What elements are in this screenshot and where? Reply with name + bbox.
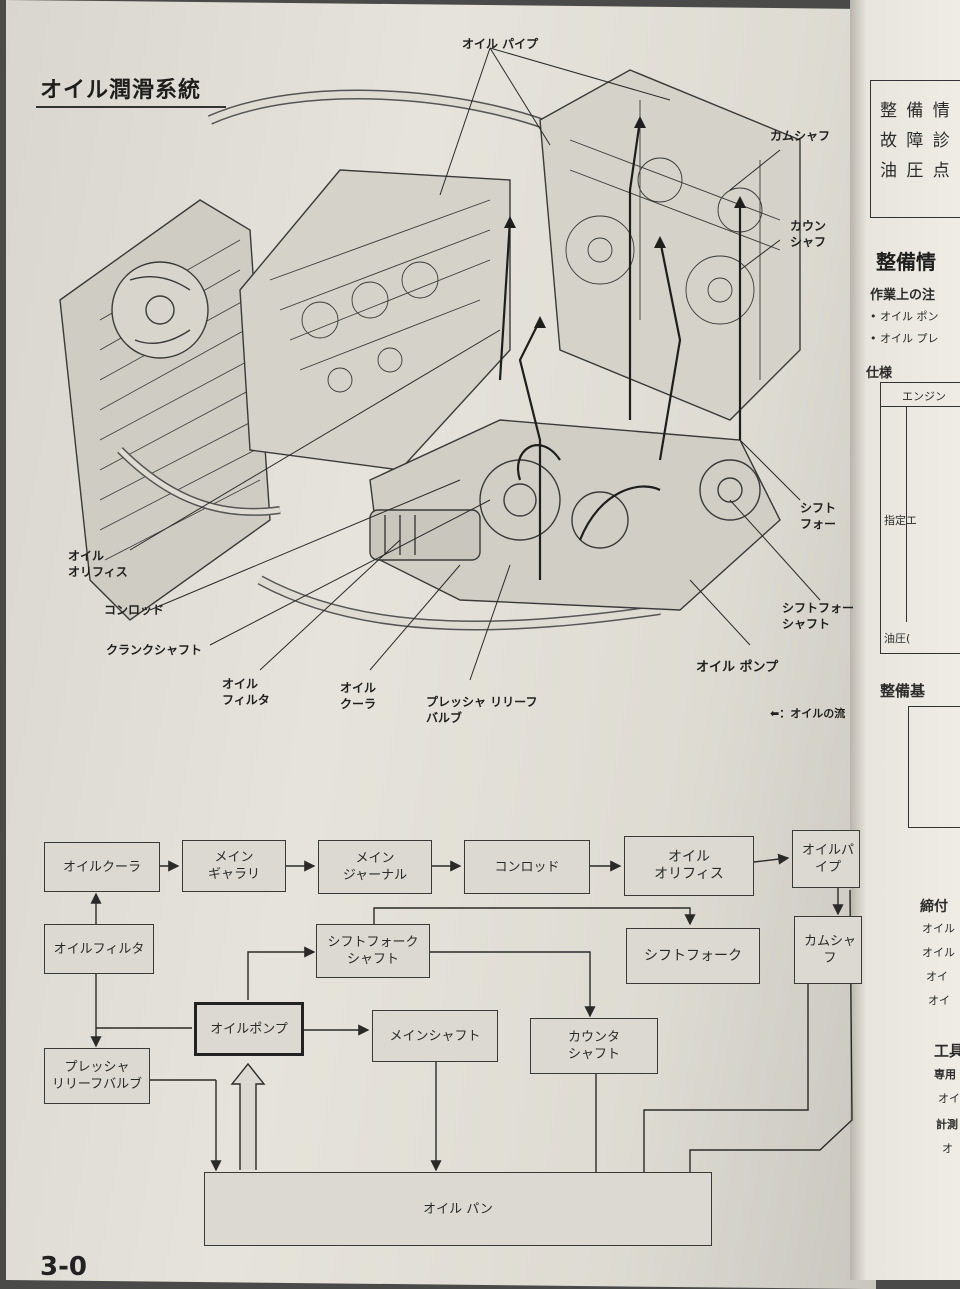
flow-oil-pump: オイルポンプ	[194, 1002, 304, 1056]
flow-shift-fork: シフトフォーク	[626, 928, 760, 984]
section-heading: 整備情	[876, 250, 936, 274]
info-line-1: 整 備 情	[880, 101, 952, 121]
info-line-2: 故 障 診	[880, 131, 952, 151]
callout-crankshaft: クランクシャフト	[106, 643, 203, 657]
flow-oil-filter: オイルフィルタ	[44, 924, 154, 974]
title-underline	[36, 106, 226, 108]
flow-oil-pan: オイル パン	[204, 1172, 712, 1246]
flow-counter-shaft: カウンタ シャフト	[530, 1018, 658, 1074]
spec-col-line	[906, 406, 907, 622]
callout-counter-shaft: カウン シャフ	[790, 219, 827, 249]
tools-heading: 工具	[934, 1042, 960, 1060]
torque-item-1: オイル	[922, 922, 955, 935]
callout-oil-pipe: オイル パイプ	[462, 37, 539, 51]
flow-oil-orifice: オイル オリフィス	[624, 836, 754, 896]
spec-heading: 仕様	[866, 366, 893, 381]
flow-oil-pipe: オイルパイプ	[792, 830, 860, 888]
engine-illustration	[59, 47, 821, 681]
service-standard-heading: 整備基	[880, 682, 926, 700]
tools-item-2: オイ	[938, 1092, 960, 1105]
flow-pressure-relief: プレッシャ リリーフバルブ	[44, 1048, 150, 1104]
spec-row-oil: 指定エ	[884, 514, 917, 527]
tools-item-4: オ	[942, 1142, 953, 1155]
flow-shift-fork-shaft: シフトフォーク シャフト	[316, 924, 430, 978]
info-box	[870, 80, 960, 218]
torque-heading: 締付	[920, 899, 948, 915]
callout-conrod: コンロッド	[104, 603, 165, 617]
tools-item-3: 計測	[936, 1118, 958, 1131]
page-number: 3-0	[40, 1252, 87, 1282]
flow-main-shaft: メインシャフト	[372, 1010, 498, 1062]
flow-main-journal: メイン ジャーナル	[318, 840, 432, 894]
torque-item-3: オイ	[926, 970, 948, 983]
spec-row-engine: エンジン	[902, 390, 946, 403]
callout-pressure-relief: プレッシャ リリーフ バルブ	[426, 695, 538, 725]
standard-table	[908, 706, 960, 828]
tools-item-1: 専用	[934, 1068, 956, 1081]
callout-shift-fork-shaft: シフトフォー シャフト	[782, 601, 855, 631]
callout-oil-cooler: オイル クーラ	[340, 681, 377, 711]
flow-conrod: コンロッド	[464, 840, 590, 894]
callout-oil-filter: オイル フィルタ	[222, 677, 270, 707]
flow-main-gallery: メイン ギャラリ	[182, 840, 286, 892]
torque-item-4: オイ	[928, 994, 950, 1007]
info-line-3: 油 圧 点	[880, 161, 952, 181]
callout-oil-pump: オイル ポンプ	[696, 660, 779, 675]
spec-table	[880, 382, 960, 654]
facing-page	[850, 0, 960, 1280]
torque-item-2: オイル	[922, 946, 955, 959]
flow-oil-cooler: オイルクーラ	[44, 842, 160, 892]
spec-row-pressure: 油圧(	[884, 632, 911, 645]
flow-cam-shaft: カムシャフ	[794, 916, 862, 984]
page-title: オイル潤滑系統	[40, 78, 202, 103]
work-notes-heading: 作業上の注	[870, 288, 936, 303]
spec-divider	[880, 406, 960, 407]
callout-oil-orifice: オイル オリフィス	[68, 549, 128, 579]
callout-shift-fork: シフト フォー	[800, 501, 837, 531]
note-bullet-2: • オイル プレ	[870, 332, 939, 345]
note-bullet-1: • オイル ポン	[870, 310, 939, 323]
callout-cam-shaft: カムシャフ	[770, 129, 831, 143]
oil-flow-legend: ⬅：オイルの流	[770, 707, 846, 720]
